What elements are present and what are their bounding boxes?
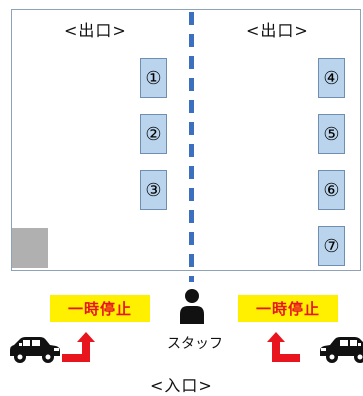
parking-spot-7: ⑦ — [318, 226, 345, 266]
turn-arrow-icon — [62, 332, 95, 362]
car-icon — [10, 337, 60, 363]
staff-label: スタッフ — [167, 336, 223, 352]
parking-lot-area — [11, 9, 361, 271]
reserved-area-block — [12, 228, 48, 268]
lane-divider — [189, 12, 194, 282]
stop-sign-left: 一時停止 — [50, 295, 150, 322]
exit-label-right: <出口> — [246, 21, 309, 40]
entrance-label: <入口> — [150, 376, 213, 395]
parking-spot-4: ④ — [318, 58, 345, 98]
parking-spot-3: ③ — [140, 170, 167, 210]
car-icon — [320, 337, 363, 363]
stop-sign-right: 一時停止 — [238, 295, 338, 322]
parking-spot-2: ② — [140, 114, 167, 154]
person-icon — [180, 289, 204, 324]
parking-spot-6: ⑥ — [318, 170, 345, 210]
exit-label-left: <出口> — [64, 21, 127, 40]
turn-arrow-icon — [267, 332, 300, 362]
parking-spot-1: ① — [140, 58, 167, 98]
parking-spot-5: ⑤ — [318, 114, 345, 154]
